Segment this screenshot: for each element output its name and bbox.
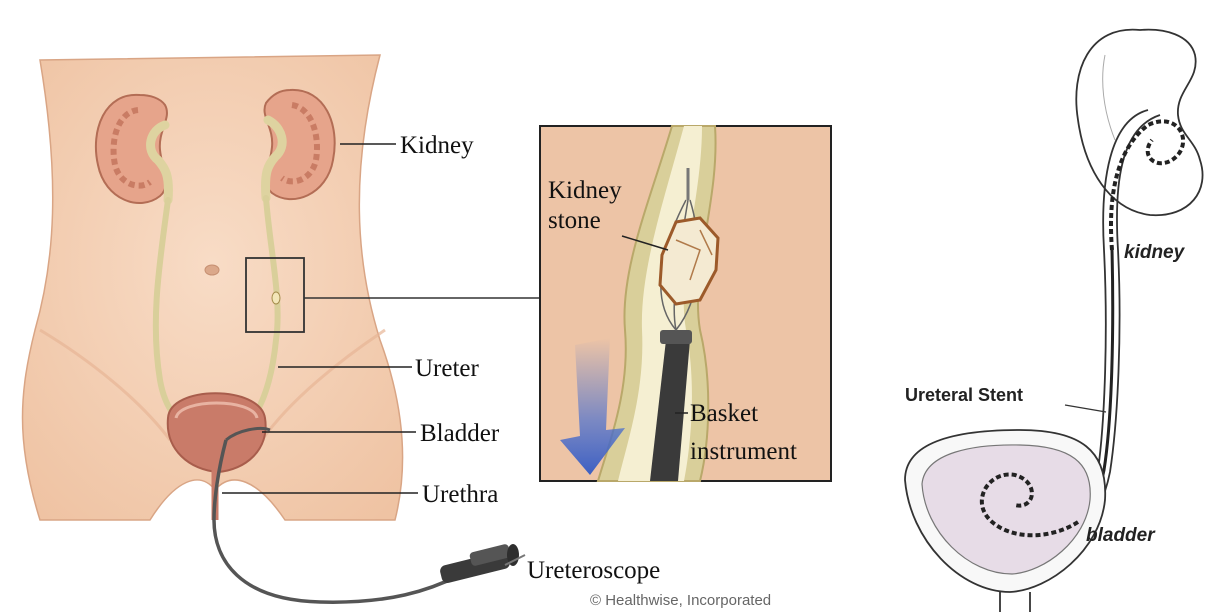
label-basket-1: Basket	[690, 400, 758, 427]
label-ureteroscope: Ureteroscope	[527, 557, 660, 584]
stent-illustration	[905, 30, 1203, 612]
inset-panel: Kidney stone Basket instrument	[540, 126, 831, 481]
label-kidney-stone-2: stone	[548, 207, 601, 234]
label-kidney-stone-1: Kidney	[548, 177, 622, 204]
credit-text: © Healthwise, Incorporated	[590, 592, 771, 609]
navel	[205, 265, 219, 275]
label-ureter: Ureter	[415, 355, 480, 382]
left-kidney	[96, 95, 169, 203]
stent-kidney	[1076, 30, 1202, 216]
label-bladder: Bladder	[420, 420, 500, 447]
label-urethra: Urethra	[422, 481, 498, 508]
label-stent-kidney: kidney	[1124, 242, 1186, 263]
label-stent-bladder: bladder	[1086, 525, 1156, 546]
ureteroscope-device	[439, 543, 525, 584]
label-ureteral-stent: Ureteral Stent	[905, 385, 1023, 405]
label-basket-2: instrument	[690, 438, 797, 465]
right-kidney	[264, 90, 334, 199]
label-kidney: Kidney	[400, 132, 474, 159]
